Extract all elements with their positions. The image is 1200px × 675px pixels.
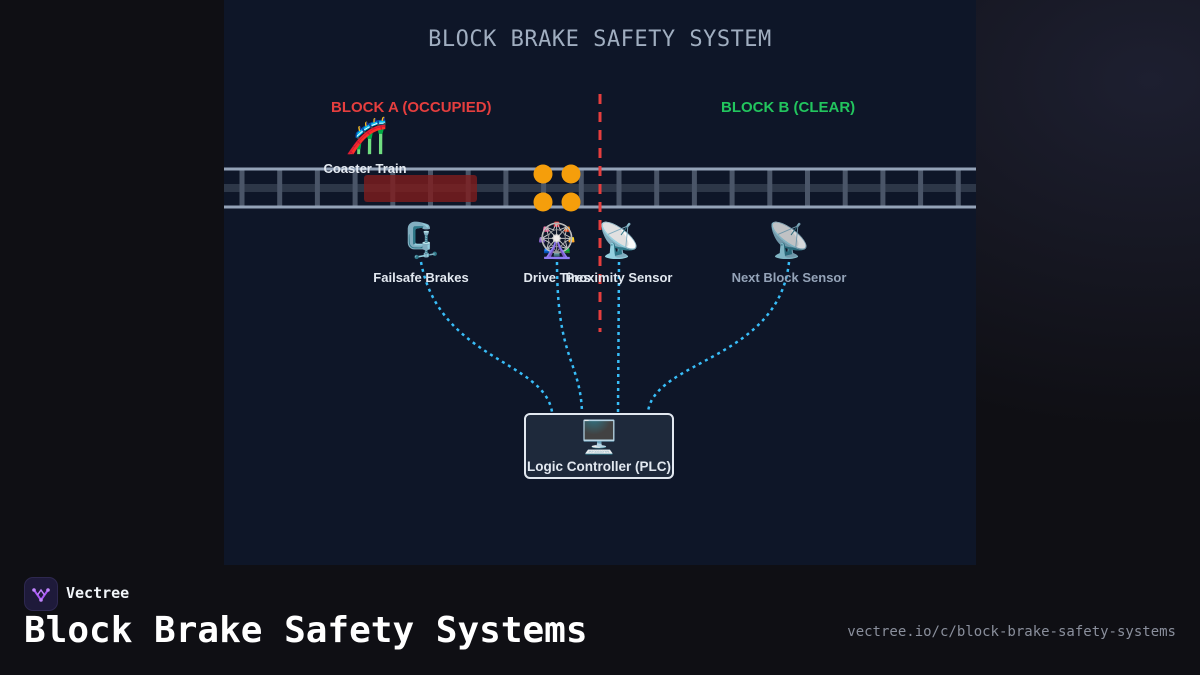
track-tie [654,170,660,206]
brand-name: Vectree [66,584,130,602]
satellite-antenna-icon: 📡 [597,222,641,260]
diagram-canvas [224,94,976,413]
wire-drive-tires [555,261,584,413]
source-url[interactable]: vectree.io/c/block-brake-safety-systems [847,624,1176,640]
page-title: Block Brake Safety Systems [24,610,588,651]
tire [533,192,553,212]
track-tie [314,170,320,206]
train-label: Coaster Train [323,161,407,176]
track-tie [955,170,961,206]
tire [561,164,581,184]
roller-coaster-icon: 🎢 [345,117,389,155]
diagram-title: BLOCK BRAKE SAFETY SYSTEM [428,27,772,52]
ferris-wheel-icon: 🎡 [535,222,579,260]
track-tie [918,170,924,206]
control-wires [419,261,791,413]
track-tie [616,170,622,206]
proximity-sensor-label: Proximity Sensor [565,270,673,285]
desktop-computer-icon: 🖥️ [579,419,619,455]
track-tie [805,170,810,206]
drive-tires-label: Drive Tires [523,270,591,285]
track-tie [729,170,735,206]
block-b-label: BLOCK B (CLEAR) [721,99,856,116]
satellite-antenna-icon: 📡 [767,222,811,260]
track-tie [578,170,584,206]
track-tie [691,170,697,206]
track-tie [541,170,547,206]
track-tie [880,170,886,206]
track-tie [767,170,773,206]
vectree-logo [24,577,58,611]
logic-controller-label: Logic Controller (PLC) [527,459,671,474]
coaster-train-body [364,175,477,202]
tire [533,164,553,184]
track-tie [842,170,848,206]
wire-failsafe-brakes [419,261,554,413]
track-tie [277,170,283,206]
next-block-sensor-label: Next Block Sensor [731,270,847,285]
failsafe-brakes-label: Failsafe Brakes [373,270,469,285]
track-tie [503,170,509,206]
block-a-label: BLOCK A (OCCUPIED) [331,99,492,116]
tire [561,192,581,212]
clamp-icon: 🗜️ [399,222,443,260]
drive-tires [533,164,581,212]
vectree-logo-icon [32,588,50,602]
track-tie [239,170,245,206]
logic-controller: 🖥️ Logic Controller (PLC) [524,413,674,479]
diagram-panel: BLOCK BRAKE SAFETY SYSTEM BLOCK A (OCCUP… [224,0,976,565]
track-tie [352,170,358,206]
